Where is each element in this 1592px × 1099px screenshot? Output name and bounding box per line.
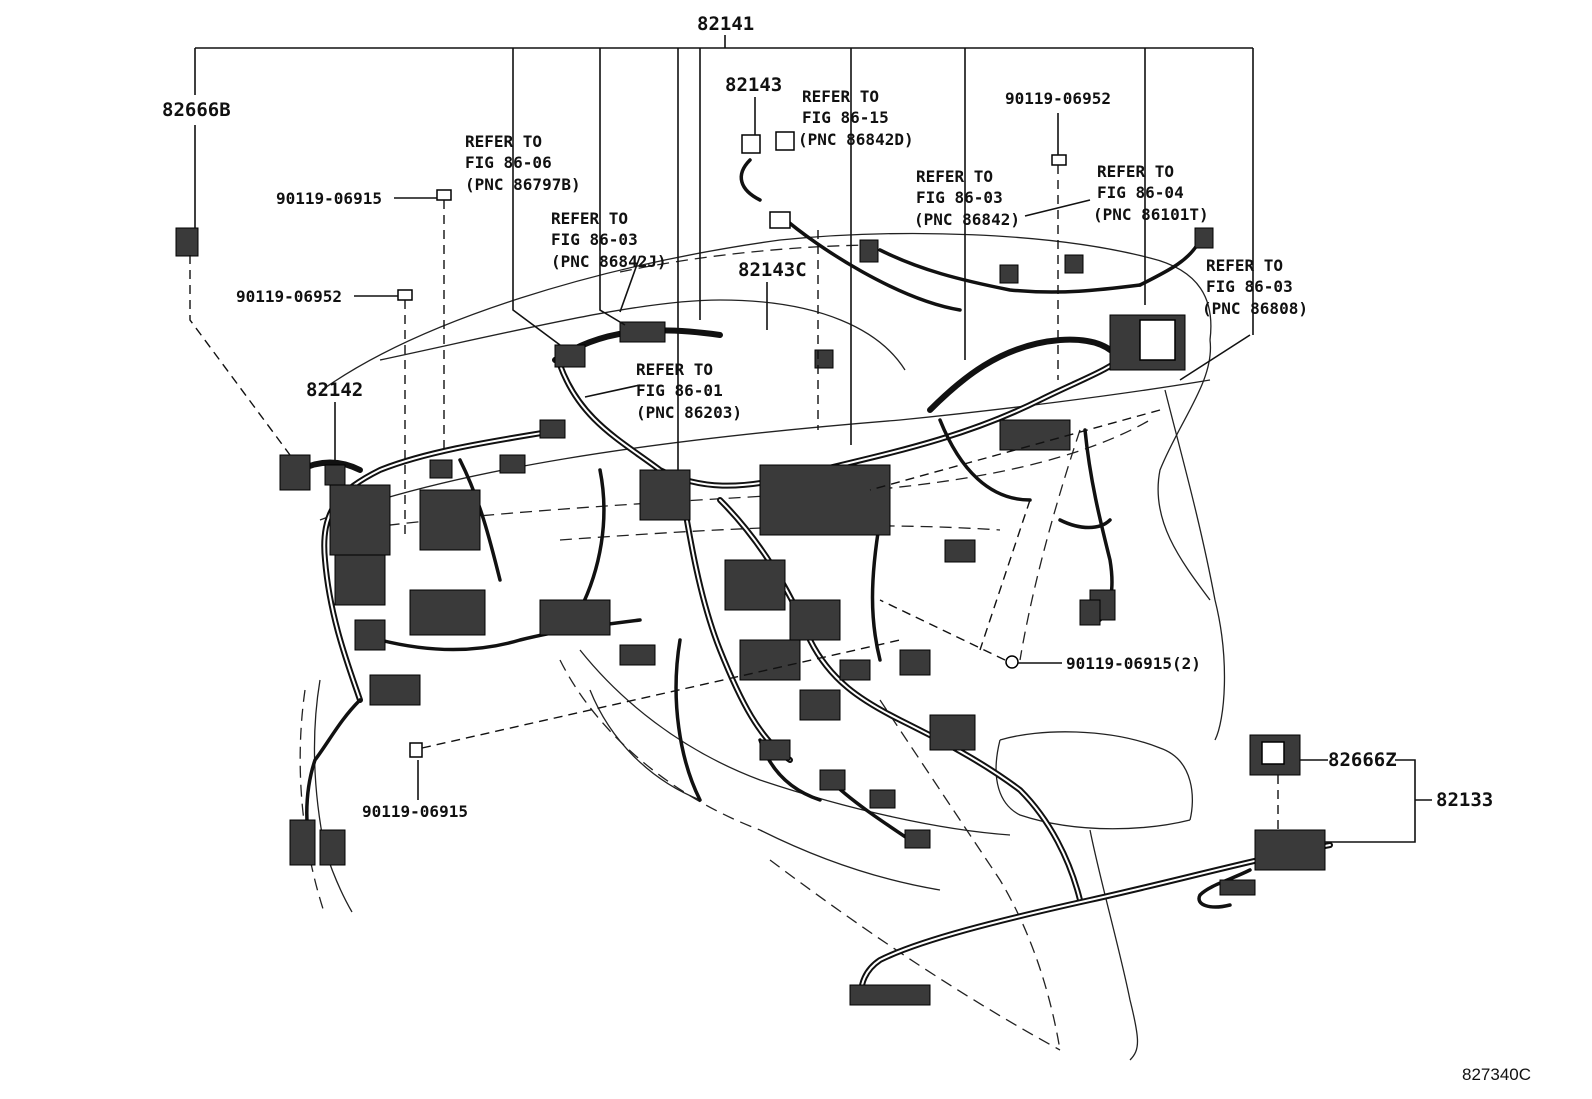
reference-note: REFER TO FIG 86-01 (PNC 86203): [636, 360, 742, 422]
label-82143: 82143: [725, 74, 782, 96]
svg-text:REFER TO: REFER TO: [916, 167, 993, 186]
part-labels: 82141 82666B 82143 82143C 82142 82666Z 8…: [162, 13, 1493, 821]
svg-text:REFER TO: REFER TO: [802, 87, 879, 106]
svg-text:REFER TO: REFER TO: [636, 360, 713, 379]
reference-note: REFER TO FIG 86-03 (PNC 86842J): [551, 209, 667, 271]
reference-note: REFER TO FIG 86-15 (PNC 86842D): [798, 87, 914, 149]
harness-connectors: [175, 131, 1326, 1006]
main-wire-harness: [297, 158, 1333, 998]
svg-text:FIG 86-01: FIG 86-01: [636, 381, 723, 400]
svg-text:(PNC 86101T): (PNC 86101T): [1093, 205, 1209, 224]
svg-text:(PNC 86842J): (PNC 86842J): [551, 252, 667, 271]
bolt-label: 90119-06952: [236, 287, 342, 306]
svg-text:FIG 86-03: FIG 86-03: [1206, 277, 1293, 296]
svg-text:FIG 86-06: FIG 86-06: [465, 153, 552, 172]
bolt-label: 90119-06915: [362, 802, 468, 821]
label-82666b: 82666B: [162, 99, 231, 121]
svg-text:(PNC 86842): (PNC 86842): [914, 210, 1020, 229]
dashed-lines: [189, 165, 1279, 830]
svg-text:FIG 86-04: FIG 86-04: [1097, 183, 1184, 202]
svg-text:(PNC 86808): (PNC 86808): [1202, 299, 1308, 318]
reference-labels: REFER TO FIG 86-06 (PNC 86797B) REFER TO…: [465, 87, 1308, 422]
figure-code: 827340C: [1462, 1065, 1531, 1084]
reference-note: REFER TO FIG 86-04 (PNC 86101T): [1093, 162, 1209, 224]
svg-text:REFER TO: REFER TO: [551, 209, 628, 228]
label-82133: 82133: [1436, 789, 1493, 811]
label-82666z: 82666Z: [1328, 749, 1397, 771]
leader-lines: [194, 35, 1432, 843]
label-82142: 82142: [306, 379, 363, 401]
svg-text:REFER TO: REFER TO: [1097, 162, 1174, 181]
label-82141: 82141: [697, 13, 754, 35]
svg-text:REFER TO: REFER TO: [1206, 256, 1283, 275]
svg-text:(PNC 86842D): (PNC 86842D): [798, 130, 914, 149]
svg-text:FIG 86-03: FIG 86-03: [551, 230, 638, 249]
bolt-label: 90119-06915(2): [1066, 654, 1201, 673]
svg-text:FIG 86-03: FIG 86-03: [916, 188, 1003, 207]
svg-text:REFER TO: REFER TO: [465, 132, 542, 151]
label-82143c: 82143C: [738, 259, 807, 281]
reference-note: REFER TO FIG 86-03 (PNC 86842): [914, 167, 1020, 229]
reference-note: REFER TO FIG 86-03 (PNC 86808): [1202, 256, 1308, 318]
svg-text:FIG 86-15: FIG 86-15: [802, 108, 889, 127]
bolt-label: 90119-06915: [276, 189, 382, 208]
svg-text:(PNC 86797B): (PNC 86797B): [465, 175, 581, 194]
bolt-label: 90119-06952: [1005, 89, 1111, 108]
reference-note: REFER TO FIG 86-06 (PNC 86797B): [465, 132, 581, 194]
svg-text:(PNC 86203): (PNC 86203): [636, 403, 742, 422]
